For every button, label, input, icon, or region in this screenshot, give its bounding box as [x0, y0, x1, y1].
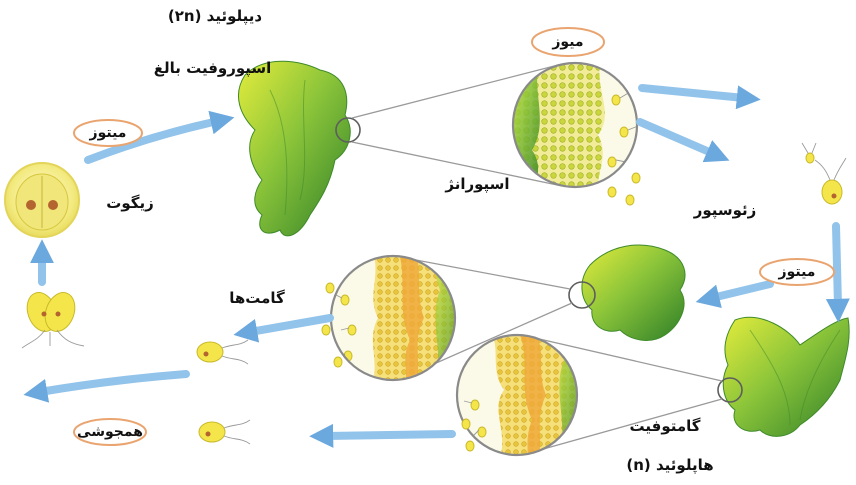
mature-sporophyte-label: اسپوروفیت بالغ [145, 58, 280, 78]
arrow-gametes-to-fusion [40, 374, 186, 392]
arrow-sporangium-to-zoospore [640, 122, 714, 154]
fused-gametes [22, 288, 84, 348]
sporangium-magnified-view [505, 55, 640, 205]
sporangium-label: اسپورانژ [440, 174, 515, 194]
mitosis-left-label: میتوز [73, 123, 143, 143]
escaping-gamete [462, 419, 470, 429]
escaping-gamete [334, 357, 342, 367]
escaping-zoospore [608, 187, 616, 197]
zoospores [802, 143, 846, 204]
mature-sporophyte-thallus [238, 61, 350, 236]
mature-gametophyte-thallus [723, 317, 849, 436]
escaping-zoospore [632, 173, 640, 183]
haploid-label: هاپلوئید (n) [615, 455, 725, 475]
gametes-label: گامت‌ها [222, 288, 292, 308]
young-gametophyte-thallus [582, 245, 685, 340]
arrow-sporangium-to-zoospore [642, 88, 744, 98]
diploid-label: دیپلوئید (۲n) [150, 6, 280, 26]
meiosis-label: میوز [533, 32, 603, 52]
arrow-gametangium-to-gametes [250, 318, 330, 332]
zygote-cell [5, 163, 79, 237]
zoospore-label: زئوسپور [685, 200, 765, 220]
escaping-gamete [326, 283, 334, 293]
escaping-zoospore [626, 195, 634, 205]
gamete-lower [199, 420, 250, 444]
gametangium-magnified-view-lower [457, 335, 580, 458]
zygote-label: زیگوت [95, 193, 165, 213]
gametangium-magnified-view-upper [322, 250, 460, 385]
escaping-gamete [466, 441, 474, 451]
escaping-gamete [322, 325, 330, 335]
mitosis-right-label: میتوز [762, 262, 832, 282]
arrow-zoospore-to-gametophyte [836, 226, 838, 306]
gametophyte-label: گامتوفیت [620, 416, 710, 436]
gamete-upper [197, 340, 248, 364]
arrow-mitosis-to-gametophyte [712, 284, 770, 298]
arrow-gametangium-to-gametes [326, 434, 452, 436]
fusion-label: همجوشی [75, 422, 145, 442]
